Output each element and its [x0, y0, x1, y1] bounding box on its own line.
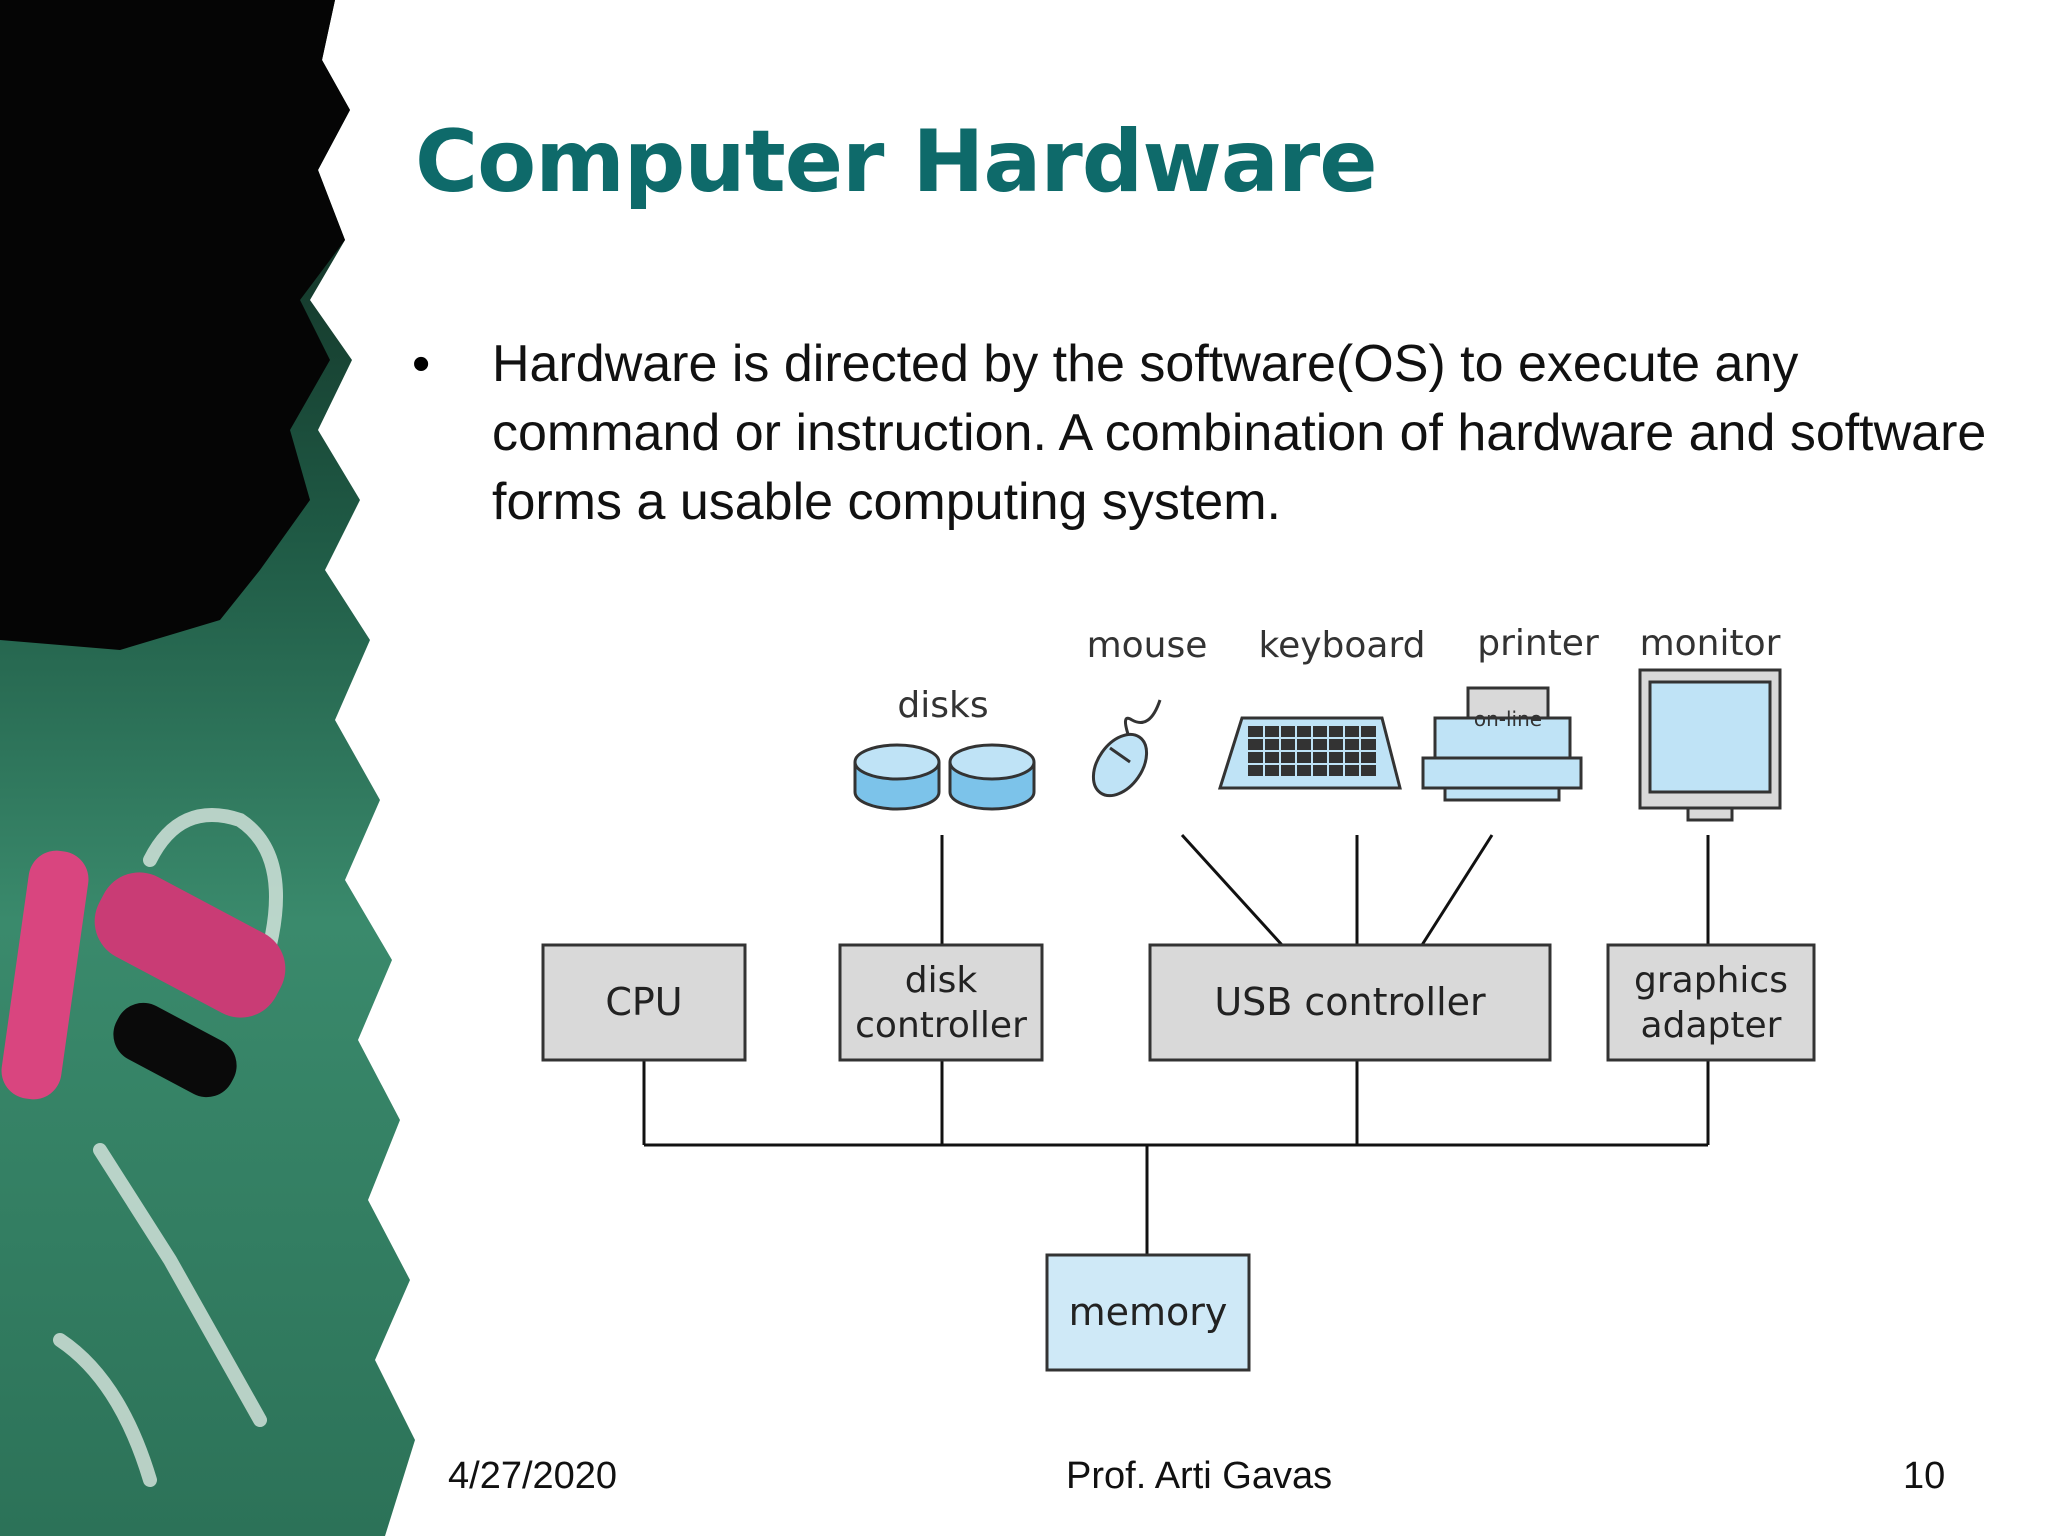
footer-date: 4/27/2020: [448, 1455, 618, 1497]
printer-panel-label: on-line: [1474, 707, 1542, 731]
chalk-scribble-icon: [53, 808, 283, 1487]
disks-label: disks: [897, 685, 988, 726]
bullet-text: Hardware is directed by the software(OS)…: [492, 335, 1987, 531]
usb-controller-label: USB controller: [1214, 980, 1486, 1024]
keyboard-label: keyboard: [1259, 625, 1426, 666]
memory-box: memory: [1045, 1253, 1251, 1372]
monitor-label: monitor: [1640, 623, 1781, 664]
footer-author: Prof. Arti Gavas: [1066, 1455, 1333, 1497]
connection-lines: [642, 833, 1710, 1255]
cpu-box: CPU: [541, 943, 747, 1062]
graphics-adapter-label-line2: adapter: [1641, 1005, 1782, 1046]
disk-controller-box: disk controller: [838, 943, 1044, 1062]
mouse-icon: [1091, 699, 1162, 798]
chalkboard-decoration: [0, 0, 415, 1536]
bullet-dot-icon: •: [412, 335, 431, 393]
printer-label: printer: [1477, 623, 1599, 664]
keyboard-icon: [1217, 716, 1402, 790]
monitor-icon: [1638, 668, 1782, 822]
graphics-adapter-label-line1: graphics: [1634, 960, 1788, 1001]
memory-label: memory: [1069, 1290, 1228, 1334]
chalk-pink-icon: [1, 850, 286, 1100]
slide-title: Computer Hardware: [415, 112, 1378, 212]
printer-icon: [1421, 686, 1583, 802]
footer-page-number: 10: [1903, 1455, 1946, 1497]
cpu-label: CPU: [605, 980, 682, 1024]
graphics-adapter-box: graphics adapter: [1606, 943, 1816, 1062]
mouse-label: mouse: [1087, 625, 1208, 666]
hardware-diagram: disks mouse keyboard printer monitor: [541, 623, 1816, 1372]
disk-controller-label-line1: disk: [905, 960, 978, 1001]
disks-icon: [853, 743, 1036, 811]
disk-controller-label-line2: controller: [855, 1005, 1027, 1046]
usb-controller-box: USB controller: [1148, 943, 1552, 1062]
